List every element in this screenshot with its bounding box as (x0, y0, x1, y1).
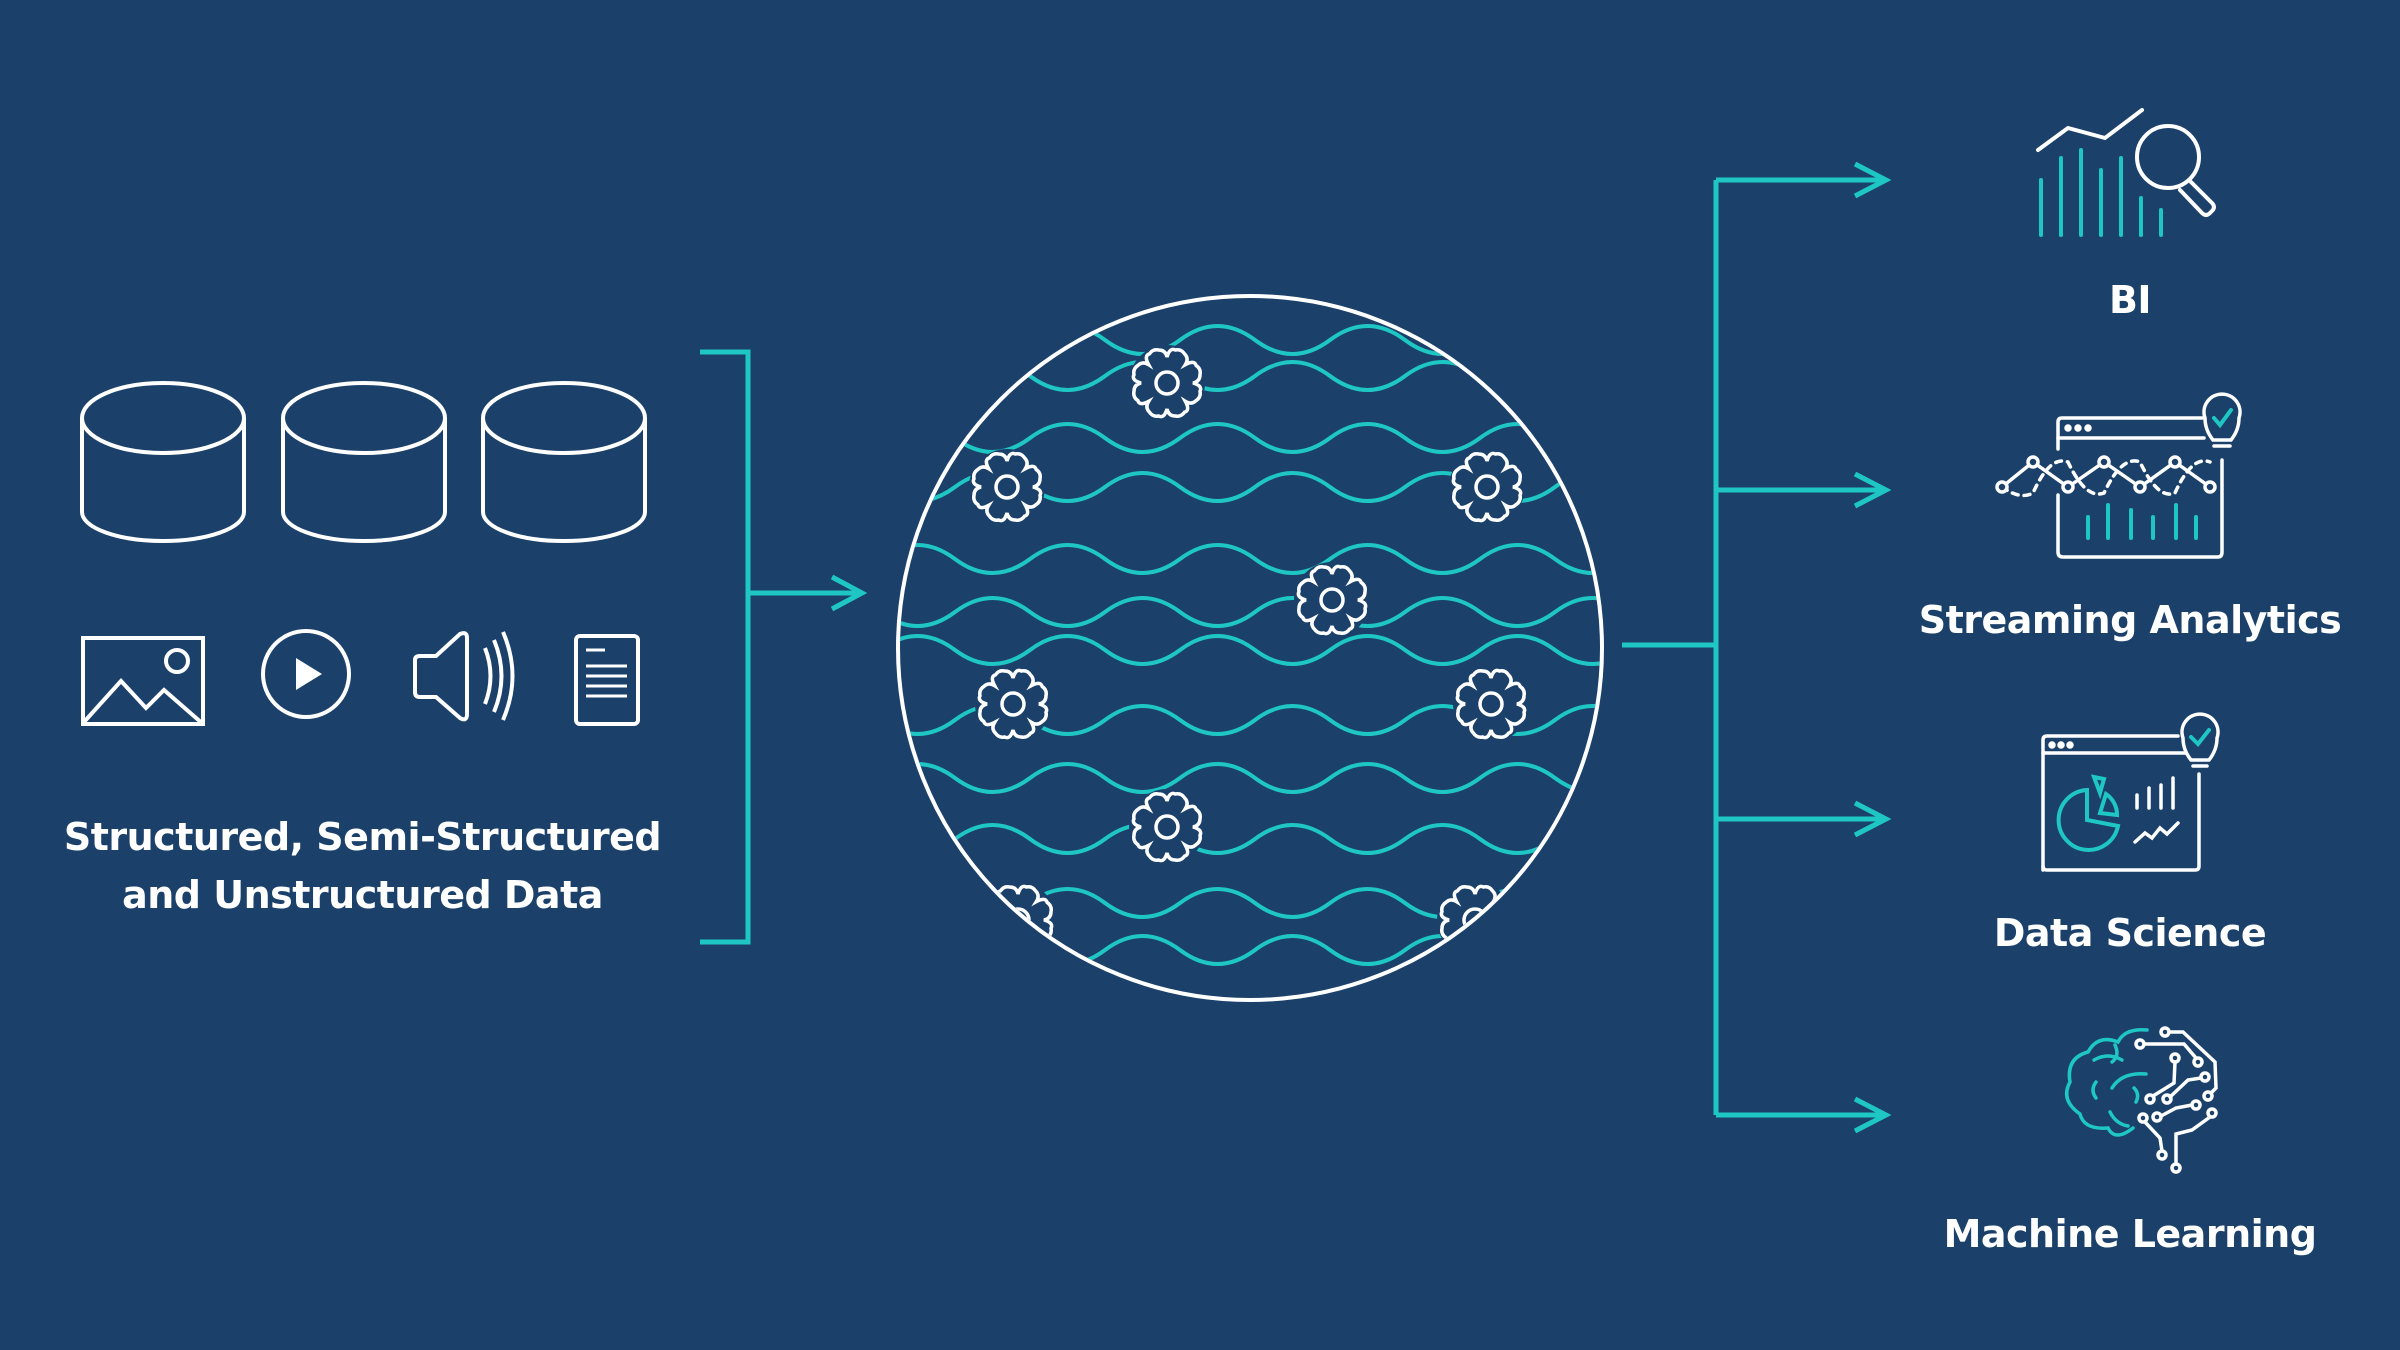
source-data-label-line1: Structured, Semi-Structured (63, 815, 662, 859)
gear-icon (1294, 562, 1370, 638)
branch-arrow-machine-learning (1716, 1096, 1892, 1134)
gear-outline (977, 668, 1049, 740)
sphere-outline (896, 294, 1604, 1002)
wave-line (900, 762, 1600, 794)
branch-arrow-data-science (1716, 800, 1892, 838)
gear-hub (1478, 691, 1504, 717)
gear-icon (1453, 666, 1529, 742)
database-icon (281, 381, 447, 543)
gear-icon (1129, 789, 1205, 865)
gear-outline (1296, 564, 1368, 636)
input-arrowhead-icon (830, 574, 868, 612)
source-data-label-line2: and Unstructured Data (122, 873, 603, 917)
gear-icon (1449, 449, 1525, 525)
image-icon (81, 636, 205, 726)
gear-outline (1131, 347, 1203, 419)
gear-icon (975, 666, 1051, 742)
destination-label-data-science: Data Science (1993, 911, 2267, 955)
destination-label-bi: BI (2108, 278, 2152, 322)
play-icon (261, 629, 351, 719)
gear-icon (969, 449, 1045, 525)
source-icons (80, 381, 647, 726)
gear-hub (1154, 814, 1180, 840)
wave-line (900, 543, 1600, 575)
wave-line (900, 596, 1600, 628)
data-lake-sphere (896, 294, 1604, 1002)
streaming-analytics-icon (1995, 392, 2242, 559)
branch-arrow-bi (1716, 161, 1892, 199)
wave-line (900, 704, 1600, 736)
gear-outline (1451, 451, 1523, 523)
gear-outline (1455, 668, 1527, 740)
output-branches (1622, 161, 1892, 1134)
sphere-waves (900, 324, 1600, 966)
source-data-label: Structured, Semi-Structured and Unstruct… (40, 808, 685, 924)
gear-outline (971, 451, 1043, 523)
wave-line (900, 422, 1600, 454)
destination-label-streaming-analytics: Streaming Analytics (1918, 598, 2342, 642)
wave-line (900, 823, 1600, 855)
data-science-icon (2041, 712, 2220, 872)
wave-line (900, 471, 1600, 503)
wave-line (900, 934, 1600, 966)
gear-hub (1319, 587, 1345, 613)
input-bracket (700, 349, 868, 945)
brain-circuit-icon (2064, 1026, 2218, 1174)
wave-line (900, 324, 1600, 356)
branch-arrow-streaming-analytics (1716, 471, 1892, 509)
database-icon (481, 381, 647, 543)
destination-label-machine-learning: Machine Learning (1943, 1212, 2317, 1256)
gear-outline (1131, 791, 1203, 863)
gear-icon (980, 882, 1056, 958)
gear-hub (994, 474, 1020, 500)
document-icon (574, 634, 640, 726)
speaker-icon (413, 631, 515, 722)
gear-hub (1474, 474, 1500, 500)
gear-icon (1129, 345, 1205, 421)
gear-hub (1000, 691, 1026, 717)
sphere-gears (969, 345, 1529, 958)
wave-line (900, 360, 1600, 392)
wave-line (900, 634, 1600, 666)
gear-hub (1154, 370, 1180, 396)
bi-chart-magnifier-icon (2036, 108, 2216, 237)
database-icon (80, 381, 246, 543)
